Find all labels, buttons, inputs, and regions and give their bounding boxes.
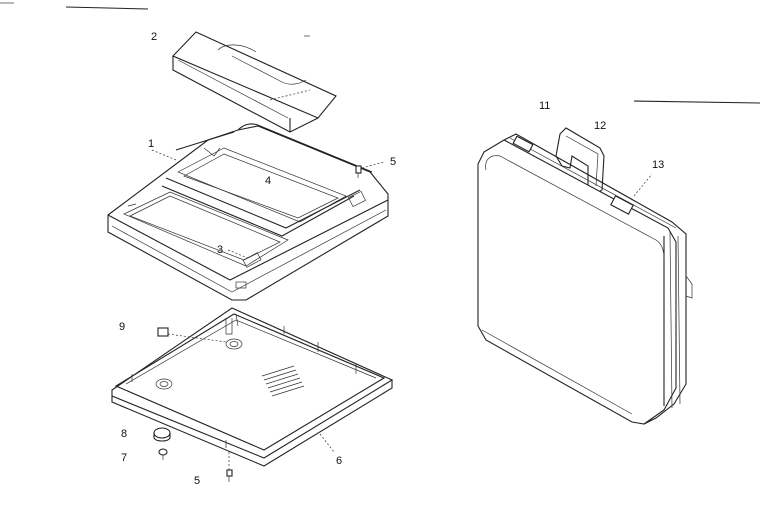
leader-lines	[151, 149, 249, 259]
callout-12: 12	[594, 120, 606, 132]
callout-9: 9	[119, 321, 125, 333]
vent-slots	[261, 365, 305, 397]
part-top-cover	[172, 31, 337, 133]
callout-2: 2	[151, 31, 157, 43]
callout-11: 11	[539, 100, 550, 112]
callout-5-lower: 5	[194, 475, 200, 487]
callout-1: 1	[148, 138, 154, 150]
part-carrying-case	[477, 127, 693, 425]
callout-4: 4	[265, 175, 271, 187]
callout-7: 7	[121, 452, 127, 464]
part-screw-upper	[355, 161, 385, 178]
callout-labels: 2 1 4 5 3 9 8 7 5 6 11 12 13	[119, 31, 664, 487]
callout-6: 6	[336, 455, 342, 467]
part-screw-lower	[226, 452, 233, 482]
callout-5-upper: 5	[390, 156, 396, 168]
part-main-body	[107, 123, 389, 301]
callout-13: 13	[652, 159, 664, 171]
callout-8: 8	[121, 428, 127, 440]
header-rules	[0, 2, 761, 104]
part-foot	[153, 427, 171, 442]
part-base-pan	[111, 307, 394, 467]
callout-3: 3	[217, 244, 223, 256]
part-foot-screw	[158, 448, 168, 460]
part-nut	[157, 327, 227, 343]
